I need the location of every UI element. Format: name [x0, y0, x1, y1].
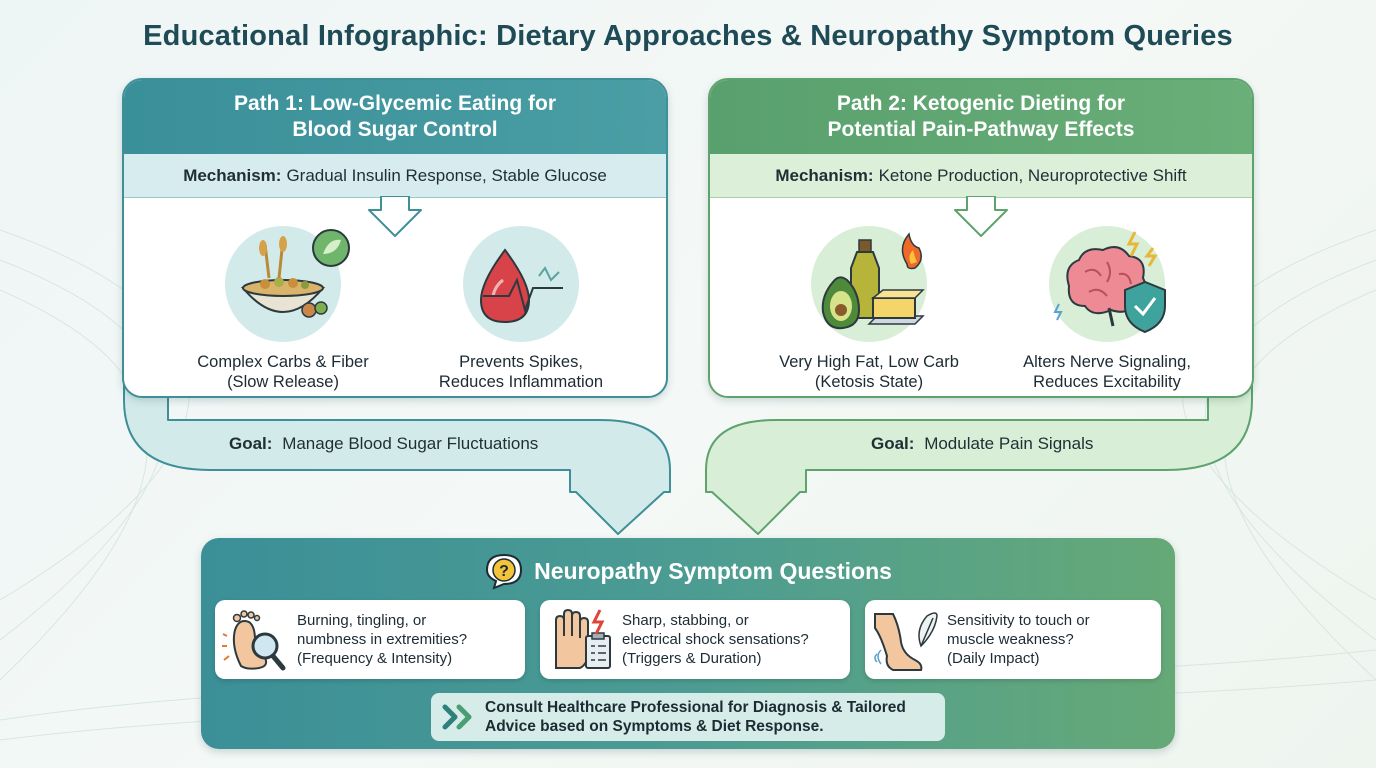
- path2-panel: Path 2: Ketogenic Dieting for Potential …: [708, 78, 1254, 398]
- double-chevron-right-icon: [442, 704, 472, 730]
- avocado-oil-butter-icon: [821, 232, 925, 330]
- path1-feature-carbs-caption: Complex Carbs & Fiber (Slow Release): [197, 353, 369, 391]
- question-bubble-icon: ?: [486, 553, 523, 590]
- path2-feature-fat-caption: Very High Fat, Low Carb (Ketosis State): [779, 353, 959, 391]
- path2-mechanism: Mechanism: Ketone Production, Neuroprote…: [710, 154, 1252, 198]
- path2-feature-nerve: Alters Nerve Signaling, Reduces Excitabi…: [992, 226, 1222, 392]
- down-arrow-icon: [368, 196, 422, 237]
- path2-feature-fat: Very High Fat, Low Carb (Ketosis State): [754, 226, 984, 392]
- infographic-title: Educational Infographic: Dietary Approac…: [143, 20, 1233, 52]
- path2-goal: Goal: Modulate Pain Signals: [871, 434, 1093, 454]
- path2-title: Path 2: Ketogenic Dieting for Potential …: [710, 80, 1252, 154]
- path2-feature-nerve-caption: Alters Nerve Signaling, Reduces Excitabi…: [1023, 353, 1191, 391]
- question-card-stabbing: Sharp, stabbing, or electrical shock sen…: [540, 600, 850, 679]
- path1-title: Path 1: Low-Glycemic Eating for Blood Su…: [124, 80, 666, 154]
- foot-magnifier-icon: [222, 610, 286, 671]
- grain-bowl-icon: [240, 229, 350, 318]
- svg-text:?: ?: [499, 563, 509, 580]
- path1-flow-arrow: [123, 379, 671, 535]
- path1-goal-label: Goal:: [229, 434, 273, 453]
- brain-shield-icon: [1053, 231, 1166, 334]
- path2-flow-arrow: [705, 379, 1253, 535]
- path1-panel: Path 1: Low-Glycemic Eating for Blood Su…: [122, 78, 668, 398]
- path1-mechanism: Mechanism: Gradual Insulin Response, Sta…: [124, 154, 666, 198]
- down-arrow-icon: [954, 196, 1008, 237]
- path1-mechanism-label: Mechanism:: [183, 165, 282, 185]
- question-burning-text: Burning, tingling, or numbness in extrem…: [297, 612, 468, 667]
- consult-banner: Consult Healthcare Professional for Diag…: [431, 693, 945, 741]
- path1-feature-carbs: Complex Carbs & Fiber (Slow Release): [168, 226, 398, 392]
- question-card-burning: Burning, tingling, or numbness in extrem…: [215, 600, 525, 679]
- path2-mechanism-text: Ketone Production, Neuroprotective Shift: [878, 165, 1187, 185]
- symptom-questions-panel: ? Neuropathy Symptom Questions Burning, …: [201, 538, 1175, 749]
- question-stabbing-text: Sharp, stabbing, or electrical shock sen…: [622, 612, 809, 667]
- path1-feature-spikes-caption: Prevents Spikes, Reduces Inflammation: [438, 353, 604, 391]
- consult-text: Consult Healthcare Professional for Diag…: [485, 699, 906, 735]
- blood-drop-pulse-icon: [479, 248, 563, 324]
- hand-clipboard-icon: [555, 608, 611, 669]
- path1-goal: Goal: Manage Blood Sugar Fluctuations: [229, 434, 538, 454]
- path1-feature-spikes: Prevents Spikes, Reduces Inflammation: [406, 226, 636, 392]
- path1-mechanism-text: Gradual Insulin Response, Stable Glucose: [286, 165, 607, 185]
- path2-mechanism-label: Mechanism:: [775, 165, 874, 185]
- path2-goal-text: Modulate Pain Signals: [924, 434, 1094, 453]
- question-sensitivity-text: Sensitivity to touch or muscle weakness?…: [947, 612, 1090, 667]
- question-card-sensitivity: Sensitivity to touch or muscle weakness?…: [865, 600, 1161, 679]
- symptom-questions-title: Neuropathy Symptom Questions: [534, 558, 892, 584]
- path1-goal-text: Manage Blood Sugar Fluctuations: [282, 434, 539, 453]
- symptom-questions-heading: ? Neuropathy Symptom Questions: [201, 552, 1175, 590]
- path2-goal-label: Goal:: [871, 434, 915, 453]
- leg-feather-icon: [874, 612, 938, 671]
